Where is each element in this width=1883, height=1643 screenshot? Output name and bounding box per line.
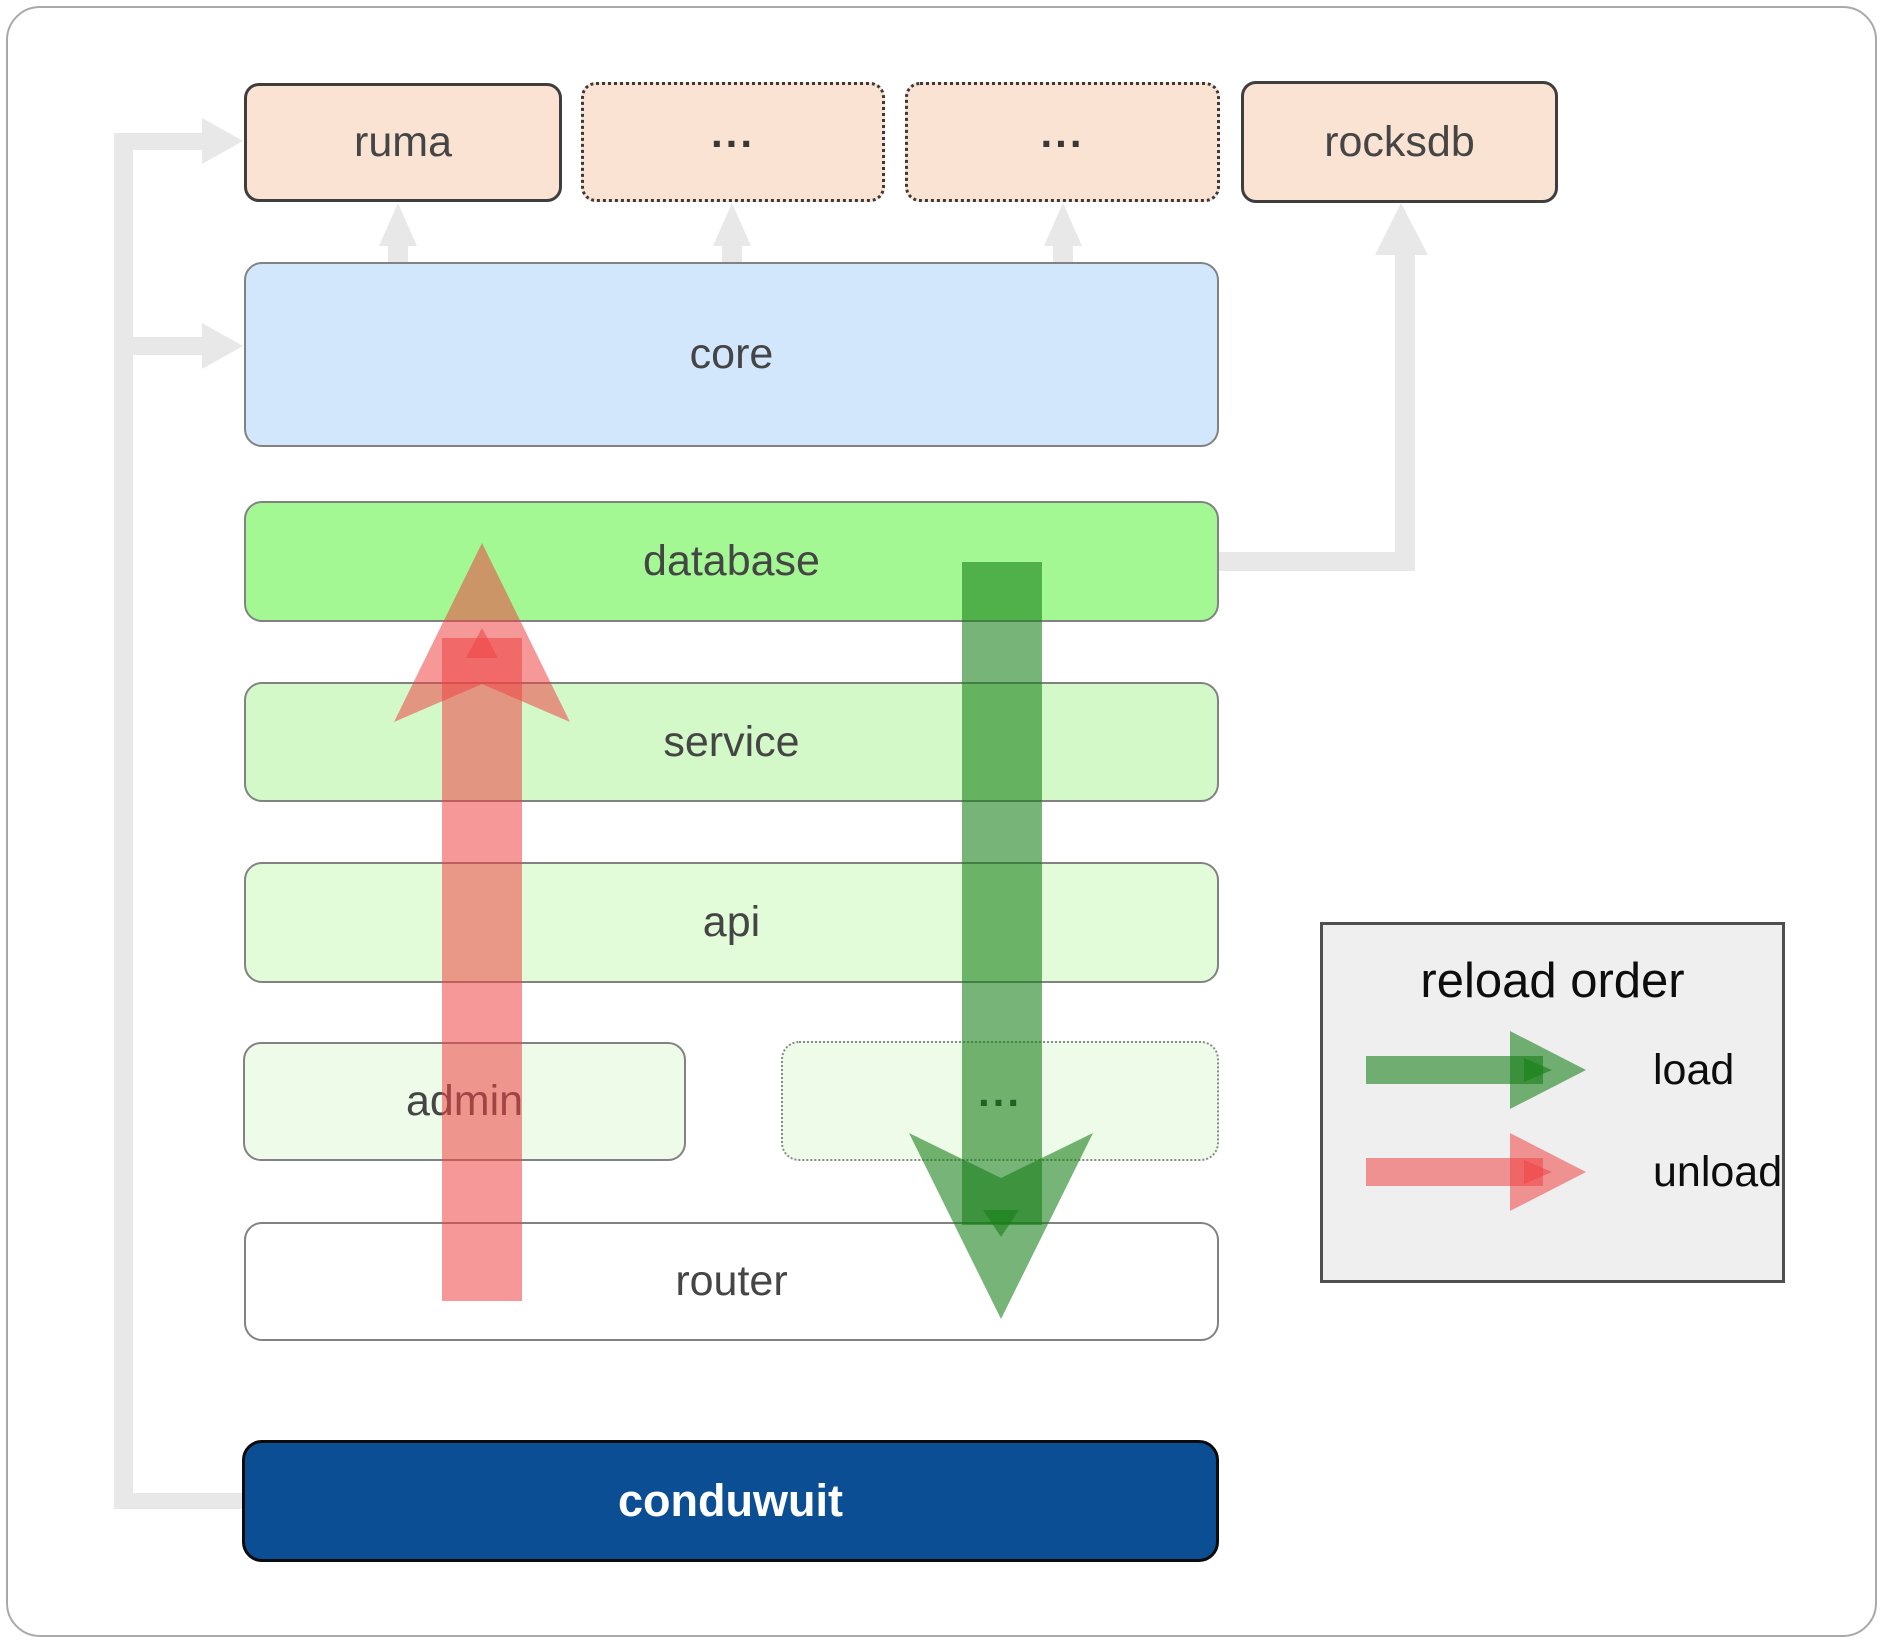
legend-unload-label: unload <box>1653 1147 1783 1196</box>
load-arrow-shaft <box>962 562 1042 1225</box>
conduwuit-to-ruma-core-connector <box>114 118 243 1509</box>
box-rocksdb-label: rocksdb <box>1324 117 1475 166</box>
box-database-label: database <box>643 537 820 585</box>
box-api-label: api <box>702 898 761 946</box>
box-service-label: service <box>663 717 800 766</box>
box-router-label: router <box>675 1257 788 1305</box>
connector-trunk <box>114 133 133 1508</box>
rocksdb-arrowhead <box>1375 203 1428 255</box>
box-core: core <box>244 262 1219 447</box>
unload-arrow-marker <box>466 628 498 658</box>
core-ruma-arrowhead <box>379 203 417 246</box>
rocksdb-elbow-horizontal <box>1219 552 1415 571</box>
connector-branch-ruma <box>114 133 203 150</box>
legend-row-load: load <box>1323 1019 1782 1121</box>
legend-row-unload: unload <box>1323 1121 1782 1223</box>
box-conduwuit-label: conduwuit <box>618 1475 843 1526</box>
core-ellipsis1-arrow-shaft <box>722 244 742 263</box>
core-to-deps-arrows <box>379 203 1082 263</box>
box-database: database <box>244 501 1219 622</box>
box-rocksdb: rocksdb <box>1241 81 1558 203</box>
box-ellipsis-2-label: ... <box>1040 109 1085 156</box>
outer-frame <box>6 6 1877 1637</box>
box-conduwuit: conduwuit <box>242 1440 1219 1562</box>
box-ruma-label: ruma <box>354 118 452 166</box>
load-arrow-icon <box>1366 1030 1586 1109</box>
arrowhead-into-ruma <box>202 118 243 164</box>
database-to-rocksdb-connector <box>1219 203 1428 571</box>
unload-arrow-icon <box>1366 1132 1586 1211</box>
box-ellipsis-2: ... <box>905 82 1220 202</box>
core-ellipsis1-arrowhead <box>713 203 751 246</box>
legend-load-label: load <box>1653 1045 1735 1094</box>
connector-branch-core <box>114 337 203 355</box>
rocksdb-elbow-vertical <box>1395 253 1415 571</box>
arrowhead-into-core <box>202 323 243 369</box>
box-router: router <box>244 1222 1219 1341</box>
core-ellipsis2-arrow-shaft <box>1053 244 1073 263</box>
connector-bottom-elbow <box>114 1493 242 1509</box>
core-ellipsis2-arrowhead <box>1044 203 1082 246</box>
box-core-label: core <box>689 330 774 378</box>
box-ellipsis-1-label: ... <box>710 109 755 156</box>
box-ruma: ruma <box>244 83 562 202</box>
legend-title: reload order <box>1420 954 1685 1008</box>
unload-arrow-shaft <box>442 638 522 1301</box>
load-arrow-marker <box>983 1210 1019 1237</box>
unload-arrow <box>394 543 570 1301</box>
legend: reload order load unload <box>1320 922 1785 1283</box>
box-ellipsis-1: ... <box>581 82 885 202</box>
box-api: api <box>244 862 1219 983</box>
core-ruma-arrow-shaft <box>388 244 408 263</box>
load-arrow <box>909 562 1093 1319</box>
